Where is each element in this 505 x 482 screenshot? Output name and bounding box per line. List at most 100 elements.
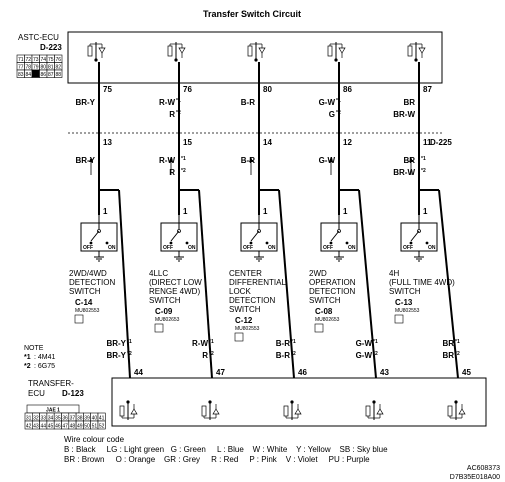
column-2-bot-wire-1: R-W [192, 339, 208, 348]
column-3-switch: OFF ON [240, 215, 278, 262]
column-2-switch-off-label: OFF [163, 245, 173, 251]
column-4-transfer-stage-diode [376, 408, 384, 415]
column-3-switch-off-contact [249, 241, 253, 245]
column-1-arrow-head [89, 157, 93, 162]
column-3-switch-off-label: OFF [243, 245, 253, 251]
transfer-pin-cell [97, 420, 106, 430]
note-line-2-mark: *2 [24, 363, 31, 370]
astc-pin-cell [54, 69, 63, 78]
column-4-bot-star-1: *1 [373, 339, 378, 345]
transfer-ecu-box [111, 377, 487, 427]
column-2-switch-blade [170, 230, 180, 242]
diagram-title: Transfer Switch Circuit [203, 9, 301, 19]
column-1-bot-star-1: *1 [127, 339, 132, 345]
column-1-astc-stage-terminal [94, 58, 98, 62]
column-3-switch-pin: 1 [263, 207, 268, 216]
column-1-transfer-stage-diode [130, 408, 138, 415]
column-1-connector-code: C-14 [75, 298, 93, 307]
column-1-switch-blade [90, 230, 100, 242]
column-2-switch-name-1: 4LLC [149, 269, 168, 278]
column-3-switch-name-3: LOCK [229, 287, 251, 296]
column-3-bot-wire-1: B-R [276, 339, 290, 348]
column-5-mid-wire-1: BR [403, 156, 415, 165]
astc-pin-number: 77 [18, 64, 24, 70]
transfer-pin-number: 41 [99, 415, 105, 421]
column-1-switch-name-1: 2WD/4WD [69, 269, 107, 278]
column-3-switch-name-2: DIFFERENTIAL [229, 278, 286, 287]
column-3-switch-name-5: SWITCH [229, 305, 261, 314]
transfer-pin-number: 35 [55, 415, 61, 421]
column-3-switch-on-label: ON [268, 245, 276, 251]
astc-pin-number: 88 [55, 72, 61, 78]
transfer-ecu-label-1: TRANSFER- [28, 379, 74, 388]
column-2-switch-name-3: RENGE 4WD) [149, 287, 200, 296]
column-4-switch-off-label: OFF [323, 245, 333, 251]
column-5-switch-on-contact [425, 241, 429, 245]
column-1-astc-stage [87, 42, 106, 62]
column-5-connector-part: MU802553 [395, 308, 420, 314]
wire-code-row-2: BR : Brown O : Orange GR : Grey R : Red … [64, 455, 370, 464]
column-1-astc-stage-resistor [87, 45, 93, 57]
wire-code-title: Wire colour code [64, 435, 125, 444]
column-5-switch-pin: 1 [423, 207, 428, 216]
column-3-connector-part: MU802553 [235, 326, 260, 332]
column-2-arrow-head [169, 157, 173, 162]
column-3-astc-stage [247, 42, 266, 62]
transfer-pin-number: 43 [33, 423, 39, 429]
column-5-ecu-pin: 87 [423, 85, 432, 94]
column-4-transfer-stage-resistor [365, 405, 371, 417]
column-2-bot-wire-2: R [202, 351, 208, 360]
column-4-bot-star-2: *2 [373, 351, 378, 357]
column-2-switch-on-contact [185, 241, 189, 245]
column-4-connector-part: MU802653 [315, 317, 340, 323]
column-5-switch-off-contact [409, 241, 413, 245]
column-4-connector-code: C-08 [315, 307, 333, 316]
transfer-pin-number: 32 [33, 415, 39, 421]
transfer-pin-number: 37 [70, 415, 76, 421]
column-1-connector-part: MU802553 [75, 308, 100, 314]
column-5-bot-star-2: *2 [455, 351, 460, 357]
astc-pin-number: 79 [33, 64, 39, 70]
column-4-transfer-stage-terminal [372, 400, 376, 404]
astc-pin-number: 82 [55, 64, 61, 70]
column-5-astc-stage-diode [418, 47, 426, 54]
astc-ecu-label: ASTC-ECU [18, 33, 59, 42]
column-1-top-wire-1: BR-Y [75, 98, 95, 107]
column-5-switch-off-label: OFF [403, 245, 413, 251]
column-4-top-star-1: *1 [336, 98, 341, 104]
transfer-pin-number: 31 [26, 415, 32, 421]
column-5-astc-stage [407, 42, 426, 62]
column-2-transfer-stage-diode [212, 408, 220, 415]
column-4-switch-name-1: 2WD [309, 269, 327, 278]
column-5-bot-wire-2: BR [442, 351, 454, 360]
column-2-transfer-stage-terminal [208, 400, 212, 404]
column-2-mid-wire-1: R-W [159, 156, 175, 165]
column-3-connector-code: C-12 [235, 316, 253, 325]
column-4-astc-stage-diode [338, 47, 346, 54]
transfer-ecu-code: D-123 [62, 389, 84, 398]
column-2-astc-stage-resistor [167, 45, 173, 57]
column-4-switch-name-2: OPERATION [309, 278, 356, 287]
note-line-1-mark: *1 [24, 354, 31, 361]
column-2-top-star-2: *2 [176, 110, 181, 116]
column-1-switch-on-label: ON [108, 245, 116, 251]
transfer-pin-number: 50 [84, 423, 90, 429]
column-1-mid-wire-1: BR-Y [75, 156, 95, 165]
column-3-astc-stage-diode [258, 47, 266, 54]
column-2-mid-star-1: *1 [181, 156, 186, 162]
column-2-astc-stage [167, 42, 186, 62]
column-4-top-wire-2: G [329, 110, 335, 119]
column-2-connector-icon [154, 323, 164, 333]
column-5-switch-on-label: ON [428, 245, 436, 251]
column-4-transfer-stage [365, 400, 384, 420]
column-1-transfer-stage-resistor [119, 405, 125, 417]
column-2-ecu-pin: 76 [183, 85, 192, 94]
transfer-pin-number: 33 [40, 415, 46, 421]
column-5-transfer-pin: 45 [462, 368, 471, 377]
column-1-bot-star-2: *2 [127, 351, 132, 357]
note-line-2-text: : 6G75 [34, 363, 55, 370]
astc-pin-number: 80 [40, 64, 46, 70]
